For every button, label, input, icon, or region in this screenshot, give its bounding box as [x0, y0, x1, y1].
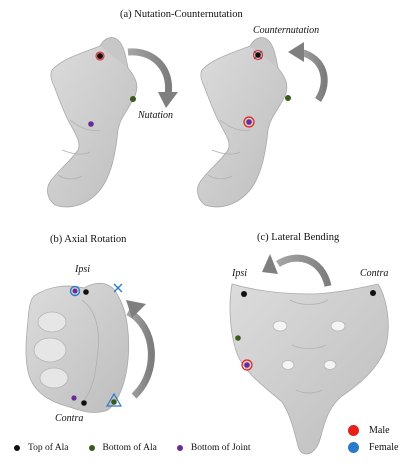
contra-label-b: Contra [55, 413, 83, 424]
legend-dot-bottom-of-joint [177, 445, 183, 451]
legend-dot-bottom-of-ala [89, 445, 95, 451]
ipsi-label-c: Ipsi [232, 268, 247, 279]
legend-label: Male [369, 425, 390, 436]
sacrum-superior-view [26, 283, 129, 412]
marker-top-of-ala [241, 291, 247, 297]
marker-top-of-ala [255, 52, 261, 58]
legend-dot-female [348, 442, 359, 453]
marker-bottom-of-joint [71, 395, 76, 400]
legend-item-male: Male [348, 422, 398, 439]
legend-item-bottom-of-joint: Bottom of Joint [177, 443, 251, 453]
legend-dot-top-of-ala [14, 445, 20, 451]
marker-bottom-of-ala [130, 96, 136, 102]
landmark-legend: Top of Ala Bottom of Ala Bottom of Joint [14, 443, 271, 453]
marker-top-of-ala [97, 53, 103, 59]
marker-bottom-of-joint [88, 121, 94, 127]
lateral-bending-arrow [262, 254, 328, 286]
marker-bottom-of-ala [111, 399, 117, 405]
sacrum-lateral-right [198, 38, 287, 207]
marker-bottom-of-joint [244, 362, 250, 368]
legend-item-female: Female [348, 439, 398, 456]
legend-label: Top of Ala [28, 443, 69, 453]
marker-bottom-of-ala [285, 95, 291, 101]
panel-b-title: (b) Axial Rotation [50, 234, 126, 245]
counternutation-label: Counternutation [253, 25, 319, 36]
marker-bottom-of-joint [73, 289, 78, 294]
legend-label: Bottom of Ala [103, 443, 157, 453]
sex-legend: Male Female [348, 422, 398, 456]
panel-a-title: (a) Nutation-Counternutation [120, 9, 243, 20]
marker-top-of-ala [370, 290, 376, 296]
legend-item-top-of-ala: Top of Ala [14, 443, 69, 453]
contra-label-c: Contra [360, 268, 388, 279]
legend-label: Female [369, 442, 398, 453]
counternutation-arrow [288, 42, 324, 100]
marker-top-of-ala [81, 400, 87, 406]
legend-label: Bottom of Joint [191, 443, 251, 453]
panel-c-title: (c) Lateral Bending [257, 232, 339, 243]
nutation-label: Nutation [138, 110, 173, 121]
legend-dot-male [348, 425, 359, 436]
marker-bottom-of-joint [246, 119, 252, 125]
marker-top-of-ala [83, 289, 89, 295]
legend-item-bottom-of-ala: Bottom of Ala [89, 443, 157, 453]
axial-rotation-arrow [126, 300, 151, 396]
ipsi-label-b: Ipsi [75, 264, 90, 275]
marker-bottom-of-ala [235, 335, 241, 341]
